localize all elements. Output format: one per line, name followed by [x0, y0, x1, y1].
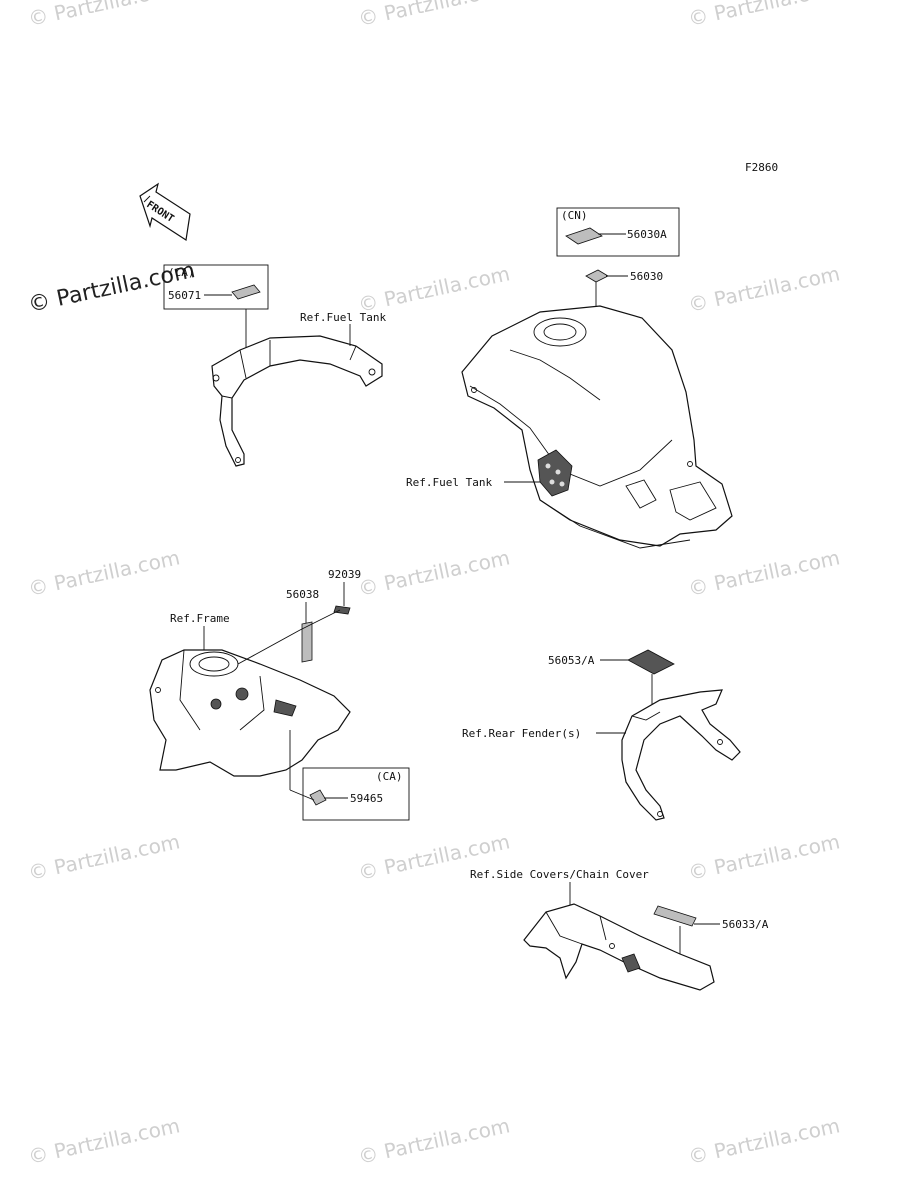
part-number-label: 56038 [286, 588, 319, 601]
ref-fuel-tank-label: Ref.Fuel Tank [300, 311, 386, 324]
watermark: © Partzilla.com [686, 261, 842, 317]
part-number-label: 59465 [350, 792, 383, 805]
callout-box [556, 207, 680, 257]
part-number-label: 92039 [328, 568, 361, 581]
watermark: © Partzilla.com [26, 545, 182, 601]
watermark: © Partzilla.com [356, 0, 512, 31]
label-56033a-icon [653, 905, 697, 927]
label-59465-icon [309, 789, 327, 806]
front-arrow-icon: FRONT [139, 182, 191, 242]
rear-fender-part [621, 689, 741, 821]
box-tag: (CN) [561, 209, 588, 222]
watermark: © Partzilla.com [26, 0, 182, 31]
rivet-92039-icon [333, 605, 351, 615]
watermark: © Partzilla.com [356, 545, 512, 601]
ref-fuel-tank-label: Ref.Fuel Tank [406, 476, 492, 489]
watermark: © Partzilla.com [686, 0, 842, 31]
part-number-label: 56053/A [548, 654, 595, 667]
watermark-layer: © Partzilla.com © Partzilla.com © Partzi… [26, 0, 842, 1169]
label-56030a-icon [565, 227, 603, 245]
chain-cover-part [523, 903, 715, 991]
box-tag: (CA) [168, 266, 195, 279]
front-cover-part [211, 324, 383, 467]
watermark: © Partzilla.com [686, 545, 842, 601]
watermark: © Partzilla.com [26, 829, 182, 885]
callout-59465: (CA) 59465 [289, 767, 410, 821]
watermark: © Partzilla.com [26, 1113, 182, 1169]
watermark: © Partzilla.com [686, 829, 842, 885]
ref-side-covers-label: Ref.Side Covers/Chain Cover [470, 868, 649, 881]
part-number-label: 56030 [630, 270, 663, 283]
watermark: © Partzilla.com [686, 1113, 842, 1169]
part-number-label: 56030A [627, 228, 667, 241]
ref-frame-label: Ref.Frame [170, 612, 230, 625]
watermark: © Partzilla.com [356, 261, 512, 317]
label-56038-icon [301, 621, 313, 663]
box-tag: (CA) [376, 770, 403, 783]
label-56053a-icon [627, 649, 675, 675]
part-number-label: 56033/A [722, 918, 769, 931]
callout-56030a: (CN) 56030A [556, 207, 680, 257]
label-56030-icon [585, 269, 609, 283]
fuel-tank-part [461, 305, 733, 549]
callout-box [302, 767, 410, 821]
ref-rear-fender-label: Ref.Rear Fender(s) [462, 727, 581, 740]
watermark: © Partzilla.com [356, 1113, 512, 1169]
part-number-label: 56071 [168, 289, 201, 302]
figure-code: F2860 [745, 161, 778, 174]
frame-part [149, 609, 351, 777]
callout-box [163, 264, 269, 310]
label-56071-icon [231, 284, 261, 300]
